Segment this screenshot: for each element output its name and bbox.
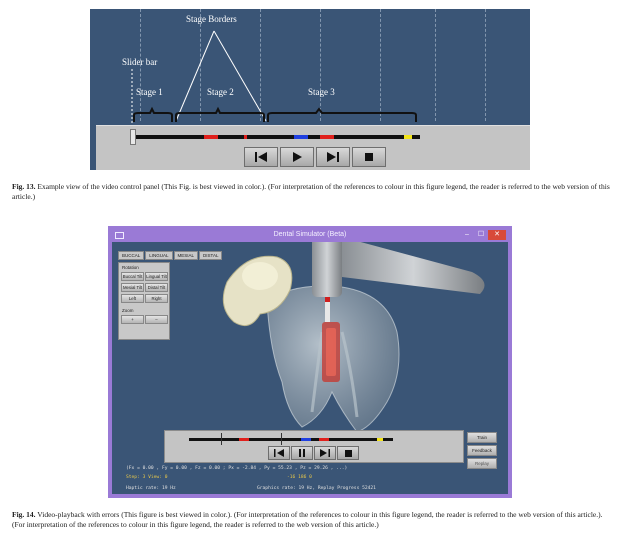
pause-icon <box>299 449 305 457</box>
stop-button[interactable] <box>352 147 386 167</box>
slider-thumb[interactable] <box>130 129 136 145</box>
error-segment-blue <box>294 135 308 139</box>
error-segment-red <box>244 135 247 139</box>
tab-buccal[interactable]: BUCCAL <box>118 251 145 260</box>
error-segment-yellow <box>377 438 383 441</box>
caption-text: Video-playback with errors (This figure … <box>12 510 603 529</box>
rotation-label: Rotation <box>122 265 139 270</box>
grid-line <box>200 9 201 121</box>
view-tabs: BUCCAL LINGUAL MESIAL DISTAL <box>118 251 223 260</box>
skip-back-button[interactable] <box>268 446 290 460</box>
stage-borders-label: Stage Borders <box>186 14 237 24</box>
minimize-icon[interactable]: – <box>465 231 469 238</box>
train-button[interactable]: Train <box>467 432 497 443</box>
annotation-lines <box>131 30 417 127</box>
grid-line <box>435 9 436 121</box>
rotate-right-button[interactable]: Right <box>145 294 168 303</box>
close-icon[interactable]: ✕ <box>488 230 506 240</box>
buccal-tilt-button[interactable]: Buccal Tilt <box>121 272 144 281</box>
stage3-label: Stage 3 <box>308 87 335 97</box>
rotation-zoom-panel: Rotation Buccal Tilt Lingual Tilt Mesial… <box>118 262 170 340</box>
pause-button[interactable] <box>291 446 313 460</box>
rotate-left-button[interactable]: Left <box>121 294 144 303</box>
stage-border-marker <box>281 433 282 445</box>
skip-back-icon <box>274 449 284 457</box>
skip-forward-icon <box>320 449 330 457</box>
haptic-rate: Haptic rate: 19 Hz <box>126 486 176 491</box>
timeline-track[interactable] <box>189 438 393 441</box>
error-segment-blue <box>301 438 311 441</box>
error-segment-red <box>239 438 249 441</box>
title-bar: Dental Simulator (Beta) – ☐ ✕ <box>112 230 508 242</box>
grid-line <box>380 9 381 121</box>
tab-mesial[interactable]: MESIAL <box>173 251 199 260</box>
grid-line <box>260 9 261 121</box>
video-control-panel-figure: Stage Borders Slider bar Stage 1 Stage 2… <box>90 9 530 170</box>
skip-forward-icon <box>327 152 339 162</box>
caption-label: Fig. 14. <box>12 510 36 519</box>
step-readout: Step: 3 View: 0 <box>126 475 168 480</box>
playback-panel <box>164 430 464 463</box>
error-segment-red <box>204 135 218 139</box>
play-button[interactable] <box>280 147 314 167</box>
stop-button[interactable] <box>337 446 359 460</box>
tooth-3d-view[interactable] <box>172 242 508 442</box>
zoom-out-button[interactable]: – <box>145 315 168 324</box>
slider-bar-label: Slider bar <box>122 57 158 67</box>
grid-line <box>320 9 321 121</box>
figure14-caption: Fig. 14. Video-playback with errors (Thi… <box>12 510 612 530</box>
error-segment-red <box>320 135 334 139</box>
distal-tilt-button[interactable]: Distal Tilt <box>145 283 168 292</box>
grid-line <box>140 9 141 121</box>
app-icon <box>115 232 124 239</box>
skip-back-button[interactable] <box>244 147 278 167</box>
feedback-button[interactable]: Feedback <box>467 445 497 456</box>
replay-button[interactable]: Replay <box>467 458 497 469</box>
maximize-icon[interactable]: ☐ <box>477 231 485 238</box>
caption-text: Example view of the video control panel … <box>12 182 610 201</box>
slider-marker[interactable] <box>221 433 222 445</box>
stage1-label: Stage 1 <box>136 87 163 97</box>
play-icon <box>293 152 302 162</box>
stop-icon <box>344 449 352 457</box>
control-panel <box>96 125 530 170</box>
stop-icon <box>365 153 373 161</box>
skip-forward-button[interactable] <box>314 446 336 460</box>
force-readout: (Fx = 0.00 , Fy = 0.00 , Fz = 0.00 ; Px … <box>126 466 348 471</box>
simulator-window: Dental Simulator (Beta) – ☐ ✕ <box>112 230 508 494</box>
caption-label: Fig. 13. <box>12 182 36 191</box>
coord-readout: -16 186 0 <box>287 475 312 480</box>
tab-lingual[interactable]: LINGUAL <box>145 251 173 260</box>
error-segment-red <box>319 438 329 441</box>
graphics-rate: Graphics rate: 19 Hz, Replay Progress 52… <box>257 486 376 491</box>
grid-line <box>485 9 486 121</box>
mesial-tilt-button[interactable]: Mesial Tilt <box>121 283 144 292</box>
error-segment-yellow <box>404 135 412 139</box>
dental-simulator-figure: Dental Simulator (Beta) – ☐ ✕ <box>108 226 512 498</box>
zoom-in-button[interactable]: + <box>121 315 144 324</box>
stage2-label: Stage 2 <box>207 87 234 97</box>
skip-back-icon <box>255 152 267 162</box>
figure13-caption: Fig. 13. Example view of the video contr… <box>12 182 610 202</box>
zoom-label: Zoom <box>122 308 134 313</box>
skip-forward-button[interactable] <box>316 147 350 167</box>
timeline-track[interactable] <box>134 135 420 139</box>
lingual-tilt-button[interactable]: Lingual Tilt <box>145 272 168 281</box>
window-title: Dental Simulator (Beta) <box>273 231 347 238</box>
tab-distal[interactable]: DISTAL <box>199 251 223 260</box>
